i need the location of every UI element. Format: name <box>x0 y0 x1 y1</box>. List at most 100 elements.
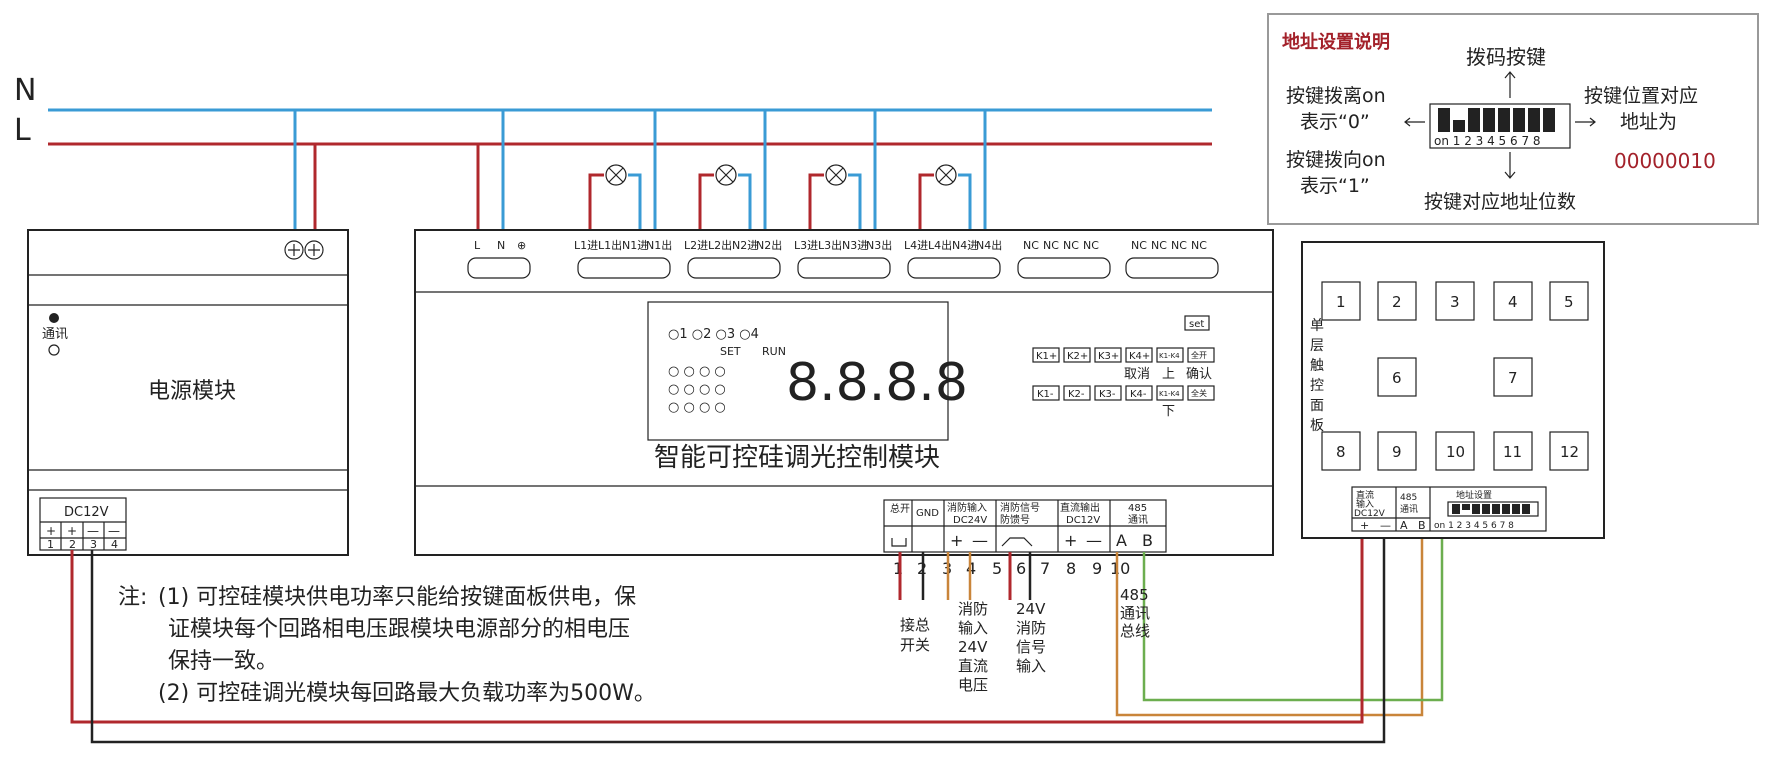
svg-text:接总: 接总 <box>900 616 930 634</box>
svg-text:8: 8 <box>1336 443 1346 461</box>
dc-minus-wire <box>90 530 1386 744</box>
svg-text:直流: 直流 <box>1356 489 1374 501</box>
svg-text:10: 10 <box>1110 559 1130 578</box>
svg-text:8: 8 <box>1066 559 1076 578</box>
svg-text:—: — <box>972 531 988 550</box>
svg-text:N: N <box>497 239 505 252</box>
svg-text:通讯: 通讯 <box>1400 504 1418 515</box>
svg-text:K1+: K1+ <box>1036 351 1057 362</box>
svg-text:DC12V: DC12V <box>1066 515 1100 526</box>
ground-terminal-icon <box>284 240 324 260</box>
arrow-up-icon <box>1504 71 1516 98</box>
svg-text:输入: 输入 <box>1016 657 1046 675</box>
comm-led-icon <box>49 313 59 323</box>
svg-text:B: B <box>1418 519 1426 532</box>
svg-text:直流: 直流 <box>958 657 988 675</box>
dimmer-bottom-wires <box>898 530 1444 717</box>
svg-text:7: 7 <box>1040 559 1050 578</box>
svg-text:L2进: L2进 <box>684 239 708 252</box>
svg-text:NC: NC <box>1083 239 1099 252</box>
svg-text:全关: 全关 <box>1191 388 1207 398</box>
svg-text:表示“0”: 表示“0” <box>1300 111 1370 133</box>
touch-panel: 单层触 控面板 1 2 3 4 5 6 7 8 9 10 11 12 <box>1301 241 1605 539</box>
svg-text:N2出: N2出 <box>756 238 782 252</box>
svg-text:+: + <box>950 531 963 550</box>
svg-text:5: 5 <box>992 559 1002 578</box>
comm-led-off-icon <box>48 344 60 356</box>
svg-text:NC: NC <box>1171 239 1187 252</box>
svg-text:按键位置对应: 按键位置对应 <box>1584 85 1698 107</box>
n-line-label: N <box>14 73 36 108</box>
svg-text:NC: NC <box>1151 239 1167 252</box>
svg-text:on 1 2 3 4 5 6 7 8: on 1 2 3 4 5 6 7 8 <box>1434 134 1541 148</box>
power-module: 通讯 电源模块 DC12V + + — — 1 2 3 4 <box>27 229 349 556</box>
svg-text:485: 485 <box>1128 503 1147 514</box>
svg-text:K2+: K2+ <box>1067 351 1088 362</box>
svg-text:保持一致。: 保持一致。 <box>168 649 278 674</box>
svg-text:拨码按键: 拨码按键 <box>1466 45 1546 69</box>
svg-text:on 1 2 3 4 5 6 7 8: on 1 2 3 4 5 6 7 8 <box>1434 521 1514 531</box>
svg-text:消防信号: 消防信号 <box>1000 501 1040 514</box>
svg-text:11: 11 <box>1503 443 1522 461</box>
arrow-left-icon <box>1404 117 1425 127</box>
svg-text:L1出: L1出 <box>598 238 622 252</box>
svg-text:开关: 开关 <box>900 636 930 654</box>
svg-text:1: 1 <box>1336 293 1346 311</box>
svg-text:取消: 取消 <box>1124 367 1150 382</box>
svg-text:—: — <box>87 524 99 538</box>
svg-text:24V: 24V <box>958 638 988 656</box>
svg-text:485: 485 <box>1120 586 1149 604</box>
address-value: 00000010 <box>1614 149 1716 173</box>
svg-text:上: 上 <box>1162 367 1175 382</box>
svg-text:N2进: N2进 <box>732 239 758 252</box>
touch-buttons: 1 2 3 4 5 6 7 8 9 10 11 12 <box>1336 293 1579 461</box>
svg-text:下: 下 <box>1162 404 1175 419</box>
svg-text:通讯: 通讯 <box>1128 514 1148 526</box>
indicator-leds: ○1 ○2 ○3 ○4 SET RUN ○ ○ ○ ○ ○ ○ ○ ○ ○ ○ … <box>668 327 786 415</box>
address-legend: 地址设置说明 拨码按键 按键拨离on 表示“0” 按键拨向on 表示“1” 按键… <box>1267 13 1759 225</box>
svg-text:L: L <box>474 239 481 252</box>
svg-text:○1 ○2 ○3 ○4: ○1 ○2 ○3 ○4 <box>668 327 759 342</box>
svg-text:GND: GND <box>916 508 939 519</box>
svg-text:6: 6 <box>1016 559 1026 578</box>
svg-text:K1-K4: K1-K4 <box>1159 352 1180 360</box>
svg-text:7: 7 <box>1508 369 1518 387</box>
svg-text:消防输入: 消防输入 <box>947 501 987 514</box>
svg-text:12: 12 <box>1560 443 1579 461</box>
svg-text:证模块每个回路相电压跟模块电源部分的相电压: 证模块每个回路相电压跟模块电源部分的相电压 <box>168 617 630 642</box>
svg-text:+: + <box>46 524 56 538</box>
svg-text:SET: SET <box>720 345 741 358</box>
svg-text:消防: 消防 <box>958 600 988 618</box>
svg-text:按键对应地址位数: 按键对应地址位数 <box>1424 191 1576 213</box>
top-terminal-labels: L N ⊕ L1进 L1出 N1进 N1出 L2进 L2出 N2进 N2出 L3… <box>474 238 1207 252</box>
svg-text:9: 9 <box>1392 443 1402 461</box>
svg-text:电压: 电压 <box>958 676 988 694</box>
svg-text:面: 面 <box>1310 398 1324 414</box>
svg-text:K4-: K4- <box>1130 389 1147 400</box>
svg-text:A: A <box>1116 531 1127 550</box>
svg-text:+: + <box>67 524 77 538</box>
svg-text:层: 层 <box>1310 338 1324 354</box>
svg-text:确认: 确认 <box>1186 367 1212 382</box>
svg-text:通讯: 通讯 <box>1120 604 1150 622</box>
svg-text:—: — <box>108 524 120 538</box>
svg-text:单: 单 <box>1310 318 1324 334</box>
keypad: set K1+ K2+ K3+ K4+ K1-K4 全开 取消 上 确认 K1-… <box>1032 315 1215 419</box>
svg-text:○ ○ ○ ○: ○ ○ ○ ○ <box>668 400 726 415</box>
dc12v-label: DC12V <box>64 505 109 520</box>
screw-terminal-row <box>467 257 1219 279</box>
svg-text:按键拨向on: 按键拨向on <box>1286 149 1386 171</box>
svg-text:4: 4 <box>111 538 118 551</box>
svg-text:DC12V: DC12V <box>1354 509 1386 519</box>
svg-text:L1进: L1进 <box>574 239 598 252</box>
svg-text:(1) 可控硅模块供电功率只能给按键面板供电，保: (1) 可控硅模块供电功率只能给按键面板供电，保 <box>158 585 636 610</box>
svg-text:2: 2 <box>1392 293 1402 311</box>
svg-text:○ ○ ○ ○: ○ ○ ○ ○ <box>668 382 726 397</box>
notes: 注: (1) 可控硅模块供电功率只能给按键面板供电，保 证模块每个回路相电压跟模… <box>118 585 656 706</box>
svg-text:输入: 输入 <box>958 619 988 637</box>
svg-text:全开: 全开 <box>1191 350 1207 360</box>
legend-dip-switch <box>1429 103 1571 149</box>
svg-text:L4出: L4出 <box>928 238 952 252</box>
svg-text:A: A <box>1400 519 1408 532</box>
svg-text:直流输出: 直流输出 <box>1060 501 1100 514</box>
